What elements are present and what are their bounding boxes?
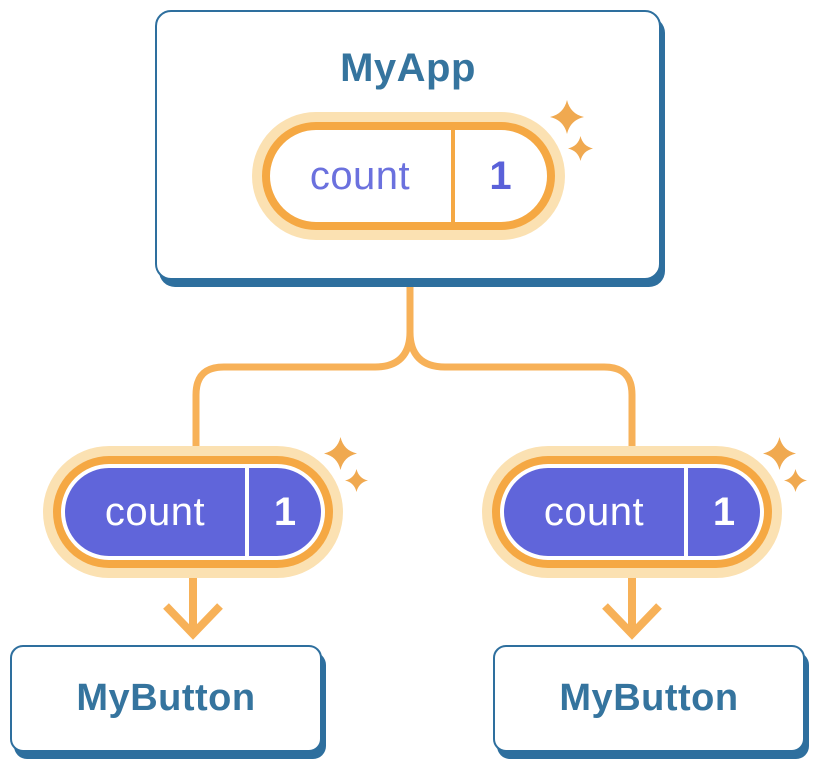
state-pill-root: count 1	[261, 122, 555, 230]
component-title-mybutton: MyButton	[559, 677, 739, 719]
component-card-mybutton-left: MyButton	[10, 645, 322, 752]
component-title-mybutton: MyButton	[76, 677, 256, 719]
state-value-label: 1	[489, 153, 512, 198]
component-card-mybutton-right: MyButton	[493, 645, 805, 752]
sparkle-icon	[345, 469, 368, 492]
state-key-label: count	[270, 130, 455, 222]
sparkle-icon	[550, 100, 584, 134]
arrow-down-icon-right-head	[602, 603, 662, 640]
sparkle-icon	[784, 469, 807, 492]
sparkle-icon	[324, 437, 357, 470]
branch-line-left	[192, 287, 414, 460]
state-key-label: count	[504, 468, 688, 556]
state-pill-child-right: count 1	[500, 464, 764, 560]
state-value-label: 1	[712, 489, 736, 534]
branch-line-right	[406, 287, 636, 460]
sparkle-icon	[568, 136, 593, 161]
state-pill-child-left: count 1	[61, 464, 325, 560]
state-key-label: count	[65, 468, 249, 556]
sparkle-icon	[763, 437, 796, 470]
arrow-down-icon-left-head	[163, 603, 223, 640]
state-value-label: 1	[273, 489, 297, 534]
component-title-myapp: MyApp	[340, 46, 476, 90]
